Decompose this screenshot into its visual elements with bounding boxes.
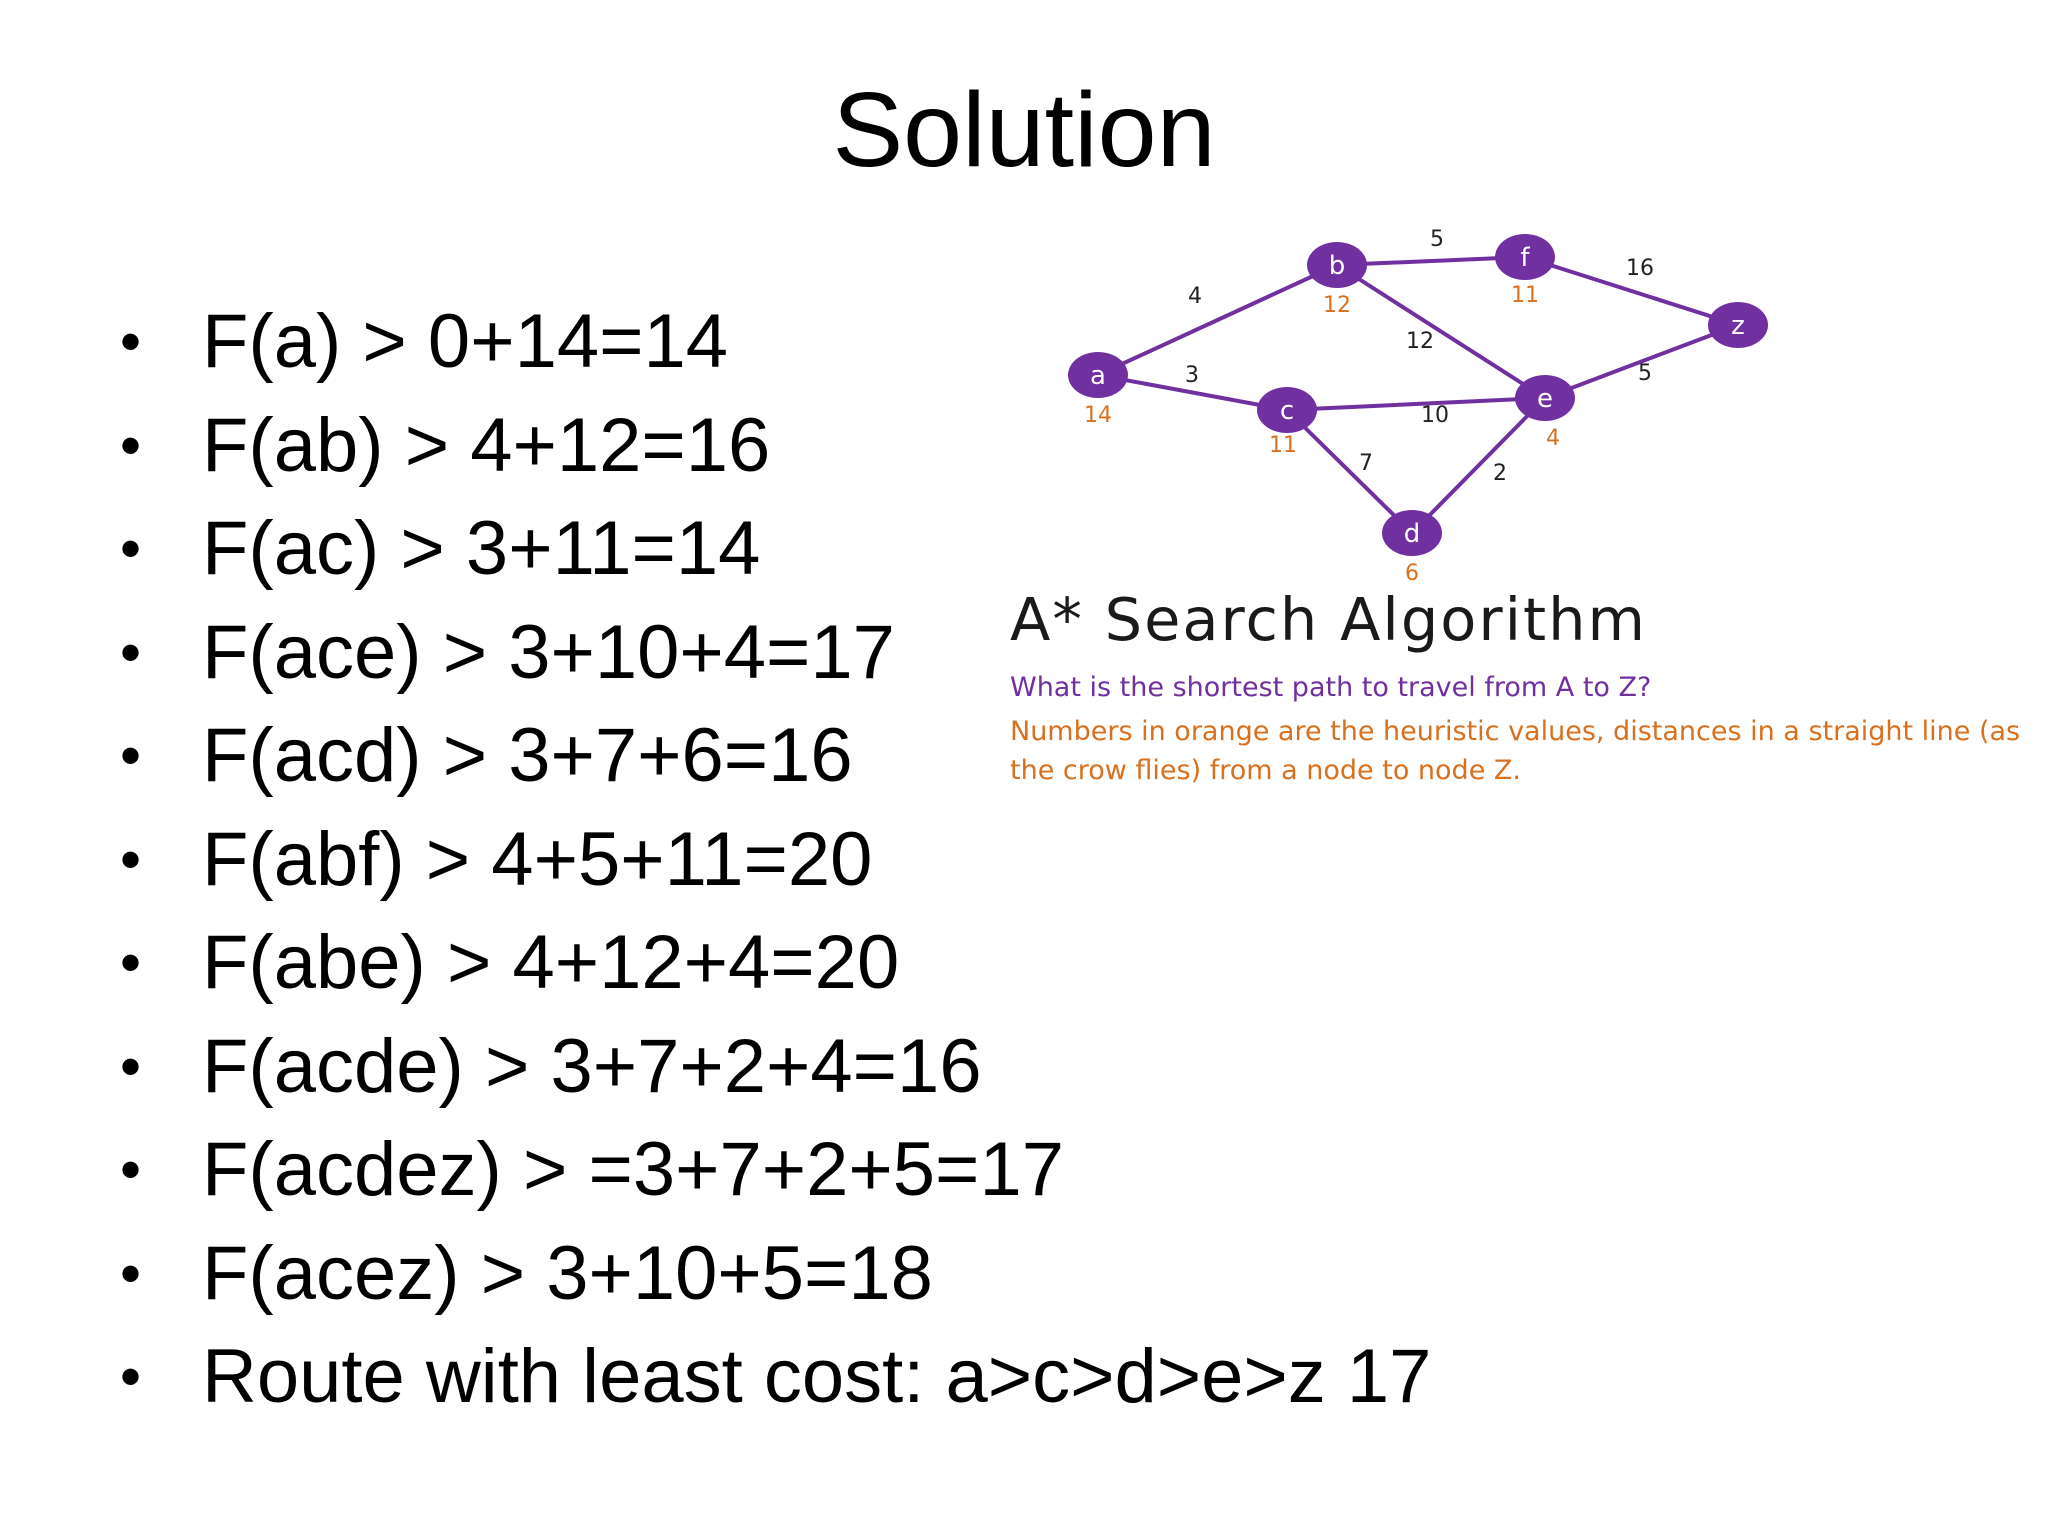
edge-c-e (1286, 396, 1546, 412)
edge-weight-b-e: 12 (1406, 329, 1434, 354)
edge-weight-e-z: 5 (1638, 361, 1652, 386)
node-d-label: d (1404, 519, 1421, 549)
bullet-item: • F(acez) > 3+10+5=18 (120, 1222, 1431, 1326)
edge-a-b (1097, 263, 1338, 377)
solution-bullet-list: • F(a) > 0+14=14 • F(ab) > 4+12=16 • F(ac) … (120, 290, 1431, 1429)
edge-b-e (1335, 263, 1547, 400)
bullet-item: • F(ace) > 3+10+4=17 (120, 601, 1431, 705)
node-d-heuristic: 6 (1405, 561, 1419, 586)
node-a-label: a (1090, 361, 1106, 391)
bullet-item: • F(ac) > 3+11=14 (120, 497, 1431, 601)
edge-weight-a-c: 3 (1185, 363, 1199, 388)
bullet-item: • F(ab) > 4+12=16 (120, 394, 1431, 498)
edge-a-c (1097, 373, 1288, 412)
node-e-label: e (1537, 384, 1553, 414)
bullet-item: • F(a) > 0+14=14 (120, 290, 1431, 394)
node-e-circle (1515, 375, 1575, 421)
node-e-heuristic: 4 (1546, 426, 1560, 451)
bullet-dot-icon: • (120, 411, 142, 479)
bullet-item: • Route with least cost: a>c>d>e>z 17 (120, 1325, 1431, 1429)
bullet-text: Route with least cost: a>c>d>e>z 17 (202, 1334, 1432, 1420)
heuristic-note: Numbers in orange are the heuristic valu… (1010, 716, 2021, 786)
bullet-text: F(a) > 0+14=14 (202, 299, 729, 385)
node-b-circle (1307, 242, 1367, 288)
node-c-label: c (1280, 396, 1294, 426)
algorithm-title: A* Search Algorithm (1010, 585, 1648, 654)
search-graph-diagram: 4 3 5 12 10 7 2 16 5 a 14 b 12 c 11 d 6 e 4 f 11 z (1000, 215, 2048, 815)
bullet-dot-icon: • (120, 929, 142, 997)
bullet-item: • F(acd) > 3+7+6=16 (120, 704, 1431, 808)
node-c-circle (1257, 387, 1317, 433)
bullet-dot-icon: • (120, 825, 142, 893)
bullet-item: • F(abf) > 4+5+11=20 (120, 808, 1431, 912)
graph-canvas: 4 3 5 12 10 7 2 16 5 a 14 b 12 c 11 d 6 e 4 f 11 z (1068, 227, 1768, 586)
node-z-circle (1708, 302, 1768, 348)
bullet-text: F(ace) > 3+10+4=17 (202, 609, 895, 695)
edge-weight-b-f: 5 (1430, 227, 1444, 252)
node-b-label: b (1329, 251, 1346, 281)
bullet-dot-icon: • (120, 515, 142, 583)
edge-weight-c-d: 7 (1359, 451, 1373, 476)
bullet-item: • F(abe) > 4+12+4=20 (120, 911, 1431, 1015)
edge-weight-c-e: 10 (1421, 403, 1449, 428)
node-a-circle (1068, 352, 1128, 398)
node-f-label: f (1520, 243, 1530, 273)
bullet-dot-icon: • (120, 308, 142, 376)
bullet-dot-icon: • (120, 1136, 142, 1204)
bullet-item: • F(acdez) > =3+7+2+5=17 (120, 1118, 1431, 1222)
bullet-text: F(abe) > 4+12+4=20 (202, 920, 900, 1006)
edge-weight-a-b: 4 (1188, 284, 1202, 309)
question-text: What is the shortest path to travel from… (1010, 672, 1652, 703)
bullet-text: F(acd) > 3+7+6=16 (202, 713, 853, 799)
node-z-label: z (1731, 311, 1745, 341)
bullet-dot-icon: • (120, 618, 142, 686)
bullet-text: F(acde) > 3+7+2+4=16 (202, 1023, 982, 1109)
edge-weight-f-z: 16 (1626, 256, 1654, 281)
node-b-heuristic: 12 (1323, 293, 1351, 318)
bullet-dot-icon: • (120, 1032, 142, 1100)
edge-weight-d-e: 2 (1493, 461, 1507, 486)
edge-e-z (1544, 323, 1739, 400)
bullet-item: • F(acde) > 3+7+2+4=16 (120, 1015, 1431, 1119)
bullet-dot-icon: • (120, 722, 142, 790)
node-f-heuristic: 11 (1511, 283, 1539, 308)
edge-f-z (1524, 255, 1739, 327)
slide-title: Solution (832, 71, 1216, 189)
node-f-circle (1495, 234, 1555, 280)
edge-c-d (1285, 408, 1414, 535)
bullet-text: F(ac) > 3+11=14 (202, 506, 761, 592)
bullet-text: F(acdez) > =3+7+2+5=17 (202, 1127, 1064, 1213)
bullet-text: F(acez) > 3+10+5=18 (202, 1230, 933, 1316)
node-c-heuristic: 11 (1269, 433, 1297, 458)
bullet-dot-icon: • (120, 1343, 142, 1411)
bullet-text: F(ab) > 4+12=16 (202, 402, 771, 488)
node-a-heuristic: 14 (1084, 403, 1112, 428)
node-d-circle (1382, 510, 1442, 556)
edge-b-f (1336, 255, 1526, 267)
bullet-text: F(abf) > 4+5+11=20 (202, 816, 873, 902)
edge-d-e (1410, 396, 1547, 535)
bullet-dot-icon: • (120, 1239, 142, 1307)
